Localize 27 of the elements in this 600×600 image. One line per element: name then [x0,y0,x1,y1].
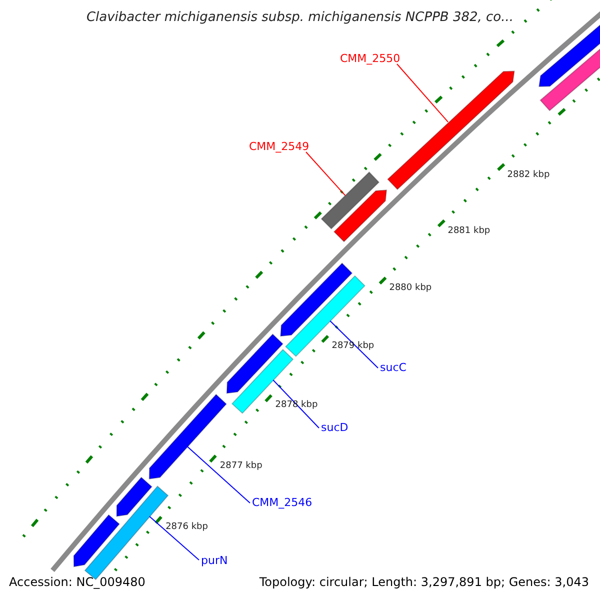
gene-label: sucD [321,421,348,434]
gene-feature [333,190,388,242]
gene-label: CMM_2550 [340,52,400,65]
scale-label: 2881 kbp [448,226,490,237]
gene-label: purN [201,554,228,567]
scale-label: 2879 kbp [332,341,374,352]
gene-bar [320,171,380,230]
gene-label: sucC [380,361,406,374]
leader-line [272,380,320,428]
scale-label: 2877 kbp [220,460,262,472]
leader-line [396,64,449,123]
gene-label: CMM_2549 [249,140,310,153]
leader-line [149,516,200,560]
leader-line [330,320,378,368]
leader-line [306,152,346,196]
gene-feature [226,334,284,394]
scale-label: 2876 kbp [166,522,208,533]
gene-label: CMM_2546 [252,496,312,509]
map-title: Clavibacter michiganensis subsp. michiganensis NCPPB 382, co... [85,9,515,27]
scale-label: 2882 kbp [507,170,550,181]
gene-feature [73,514,120,568]
scale-label: 2880 kbp [389,283,432,294]
accession-label: Accession: NC_009480 [8,574,146,591]
gene-feature [280,262,353,337]
gene-feature [116,476,152,517]
leader-line [186,446,250,504]
scale-label: 2878 kbp [275,400,318,412]
